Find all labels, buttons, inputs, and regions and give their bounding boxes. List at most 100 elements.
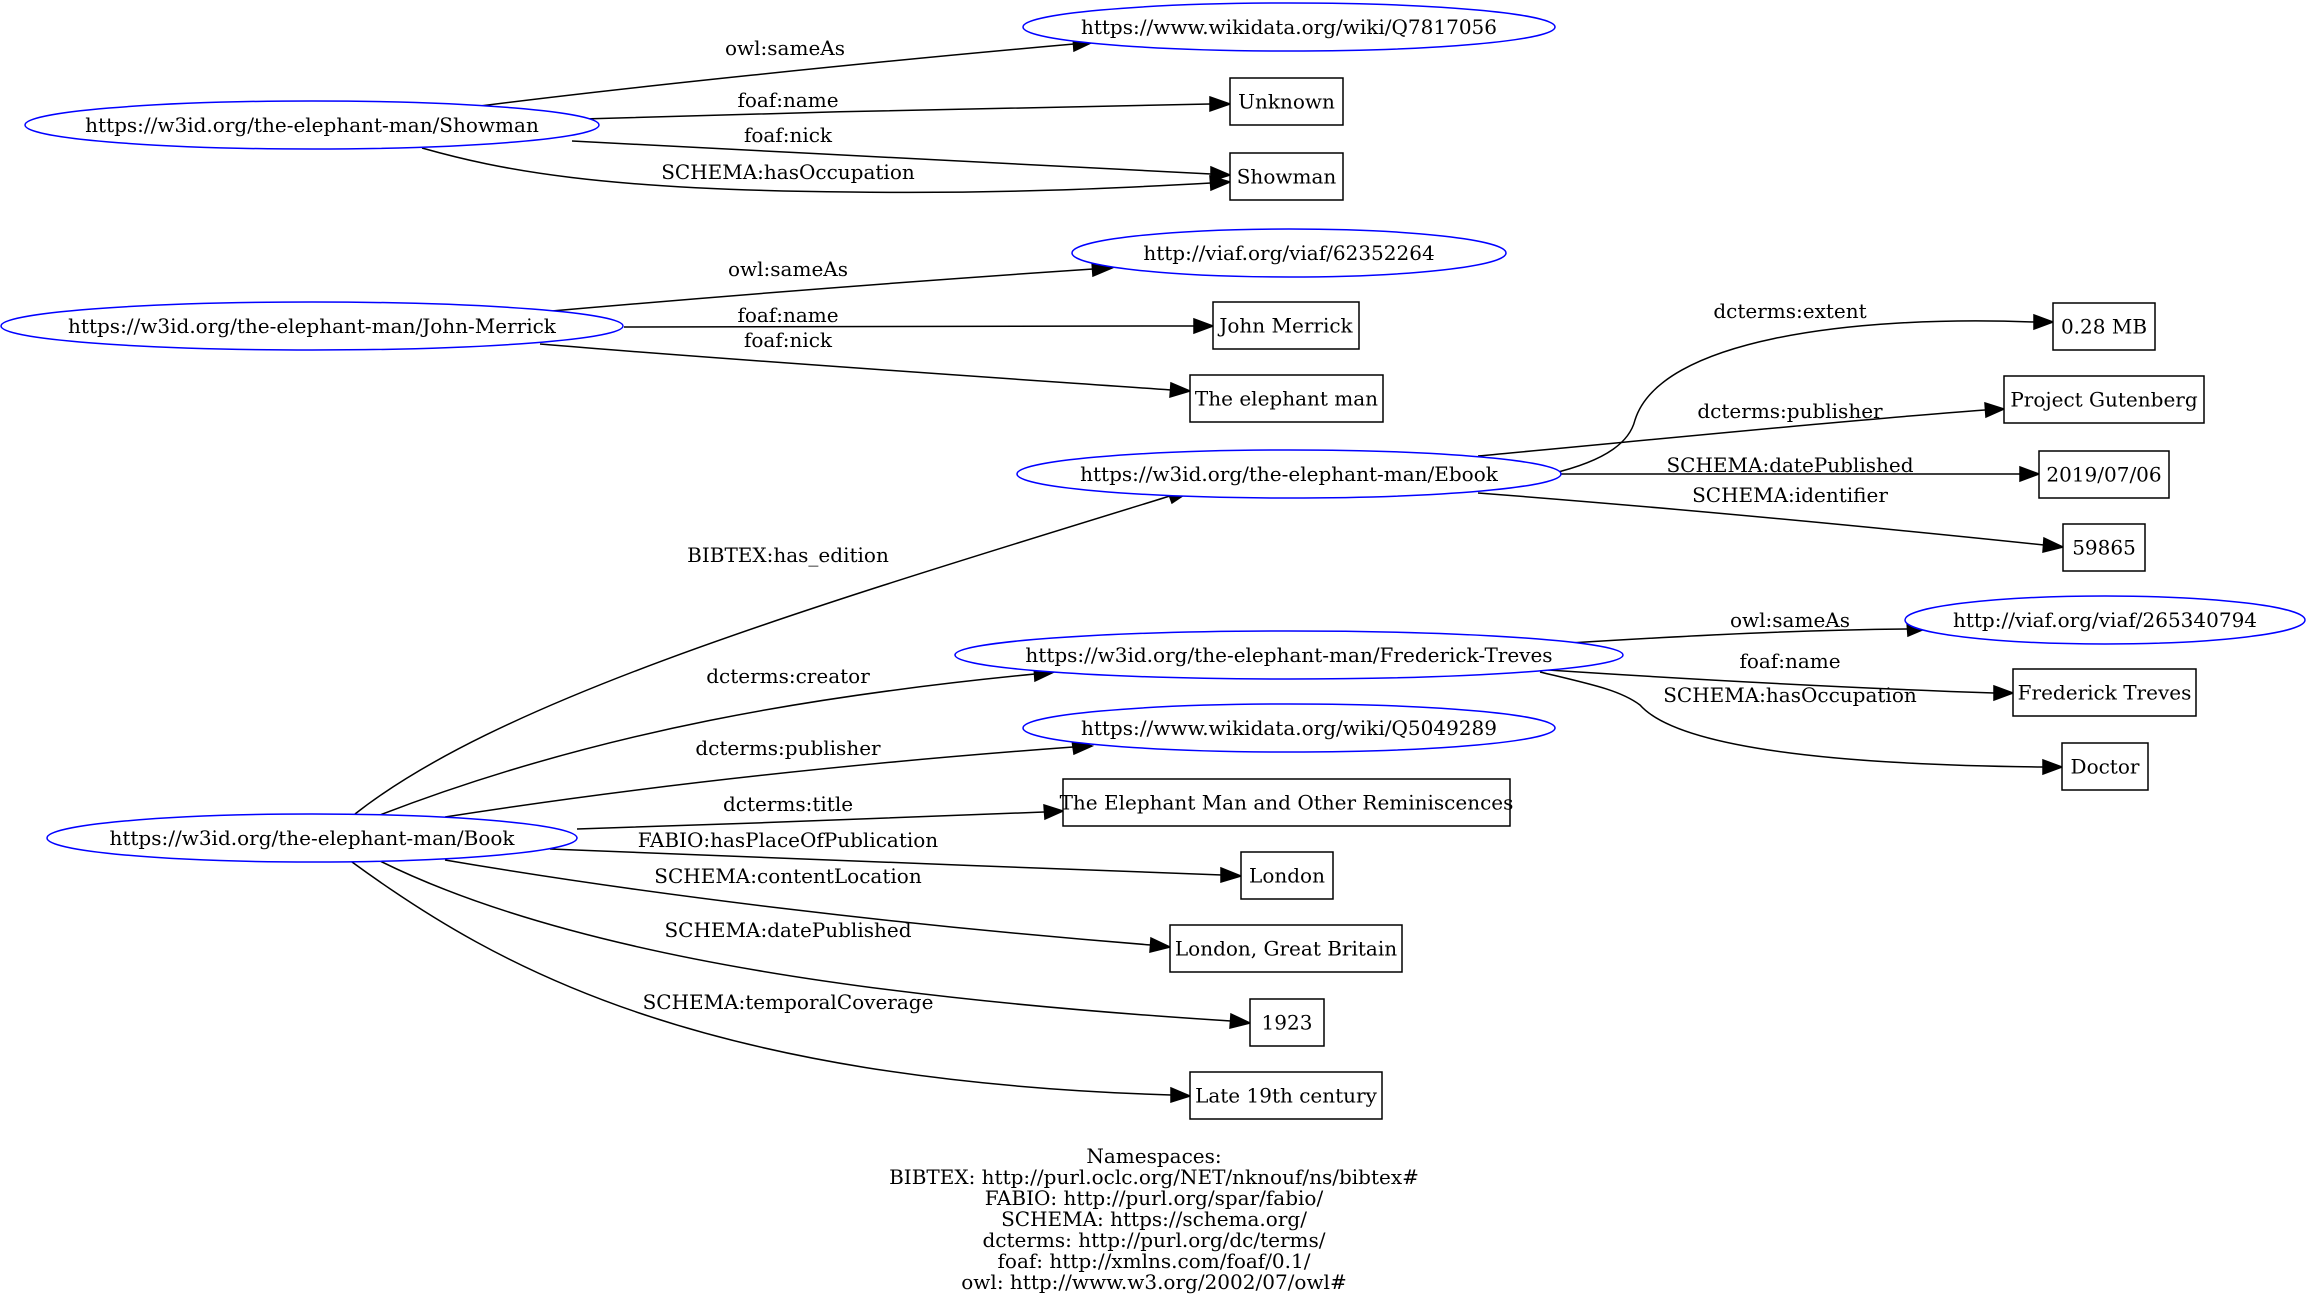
uri-ellipse (1904, 595, 2306, 645)
edge-label: dcterms:publisher (695, 736, 881, 760)
edge-line (1569, 628, 1909, 644)
edge-label: SCHEMA:identifier (1692, 483, 1888, 507)
arrowhead-icon (1209, 95, 1233, 113)
uri-node-viaf265340794[interactable]: http://viaf.org/viaf/265340794 (1904, 595, 2306, 645)
edge-book-to-ebook: BIBTEX:has_edition (354, 488, 1189, 815)
edge-showman-to-unknown: foaf:name (581, 88, 1233, 120)
edge-book-to-wd5049289: dcterms:publisher (444, 736, 1095, 818)
uri-node-label: http://viaf.org/viaf/265340794 (1953, 608, 2257, 632)
arrowhead-icon (2033, 313, 2056, 331)
namespace-foaf: foaf: http://xmlns.com/foaf/0.1/ (998, 1249, 1311, 1273)
literal-box (1229, 77, 1344, 126)
edges-layer: owl:sameAsfoaf:namefoaf:nickSCHEMA:hasOc… (351, 36, 2066, 1104)
edge-label: dcterms:extent (1713, 299, 1866, 323)
uri-node-wd7817056[interactable]: https://www.wikidata.org/wiki/Q7817056 (1022, 2, 1556, 52)
literal-node-label: The elephant man (1195, 387, 1378, 411)
uri-ellipse (46, 813, 578, 863)
literal-node-label: The Elephant Man and Other Reminiscences (1060, 791, 1514, 815)
edge-label: foaf:nick (744, 123, 833, 147)
edge-line (379, 860, 1232, 1022)
edge-label: foaf:name (737, 88, 838, 112)
literal-node-ebook_id: 59865 (2062, 523, 2146, 572)
arrowhead-icon (1209, 174, 1233, 192)
edge-line (571, 140, 1212, 175)
edge-book-to-london_gb: SCHEMA:contentLocation (444, 859, 1173, 953)
edge-label: SCHEMA:hasOccupation (661, 160, 915, 184)
edge-line (539, 268, 1094, 313)
edge-line (539, 343, 1172, 391)
uri-node-label: https://www.wikidata.org/wiki/Q7817056 (1081, 15, 1497, 39)
literal-node-treves_name: Frederick Treves (2012, 668, 2197, 717)
arrowhead-icon (1229, 1012, 1253, 1029)
namespace-owl: owl: http://www.w3.org/2002/07/owl# (961, 1270, 1346, 1294)
namespace-dcterms: dcterms: http://purl.org/dc/terms/ (982, 1228, 1325, 1252)
edge-label: dcterms:publisher (1697, 399, 1883, 423)
edge-book-to-year: SCHEMA:datePublished (379, 860, 1253, 1029)
arrowhead-icon (1984, 401, 2007, 419)
uri-ellipse (1016, 449, 1562, 499)
arrowhead-icon (1169, 381, 1193, 399)
uri-node-treves[interactable]: https://w3id.org/the-elephant-man/Freder… (954, 630, 1624, 680)
edge-merrick-to-elephant_man: foaf:nick (539, 328, 1193, 399)
uri-node-viaf62352264[interactable]: http://viaf.org/viaf/62352264 (1071, 228, 1507, 278)
edge-line (623, 325, 1195, 328)
edge-label: FABIO:hasPlaceOfPublication (638, 828, 939, 852)
literal-node-label: Project Gutenberg (2010, 388, 2198, 412)
edge-book-to-title: dcterms:title (576, 792, 1066, 830)
edge-label: owl:sameAs (728, 257, 848, 281)
edge-line (549, 848, 1223, 876)
edge-treves-to-viaf265340794: owl:sameAs (1569, 608, 1930, 644)
literal-node-size: 0.28 MB (2052, 302, 2156, 351)
edge-label: owl:sameAs (1730, 608, 1850, 632)
edge-ebook-to-ebook_id: SCHEMA:identifier (1477, 483, 2066, 553)
edge-line (1539, 671, 2044, 768)
literal-box (2052, 302, 2156, 351)
uri-node-showman[interactable]: https://w3id.org/the-elephant-man/Showma… (24, 100, 600, 150)
namespace-schema: SCHEMA: https://schema.org/ (1001, 1207, 1307, 1231)
edge-label: foaf:name (1739, 649, 1840, 673)
literal-node-doctor: Doctor (2061, 742, 2149, 791)
edge-label: foaf:name (737, 303, 838, 327)
literal-node-label: 2019/07/06 (2046, 463, 2161, 487)
edge-line (1477, 409, 1986, 457)
literal-node-title: The Elephant Man and Other Reminiscences (1060, 778, 1514, 827)
uri-ellipse (1022, 703, 1556, 753)
uri-ellipse (954, 630, 1624, 680)
uri-node-label: https://w3id.org/the-elephant-man/Showma… (85, 113, 539, 137)
uri-node-merrick[interactable]: https://w3id.org/the-elephant-man/John-M… (0, 301, 624, 351)
edge-merrick-to-john_merrick: foaf:name (623, 303, 1216, 335)
uri-node-label: https://www.wikidata.org/wiki/Q5049289 (1081, 716, 1497, 740)
uri-node-wd5049289[interactable]: https://www.wikidata.org/wiki/Q5049289 (1022, 703, 1556, 753)
arrowhead-icon (1993, 684, 2016, 702)
literal-box (1062, 778, 1511, 827)
edge-label: dcterms:creator (706, 664, 870, 688)
uri-node-book[interactable]: https://w3id.org/the-elephant-man/Book (46, 813, 578, 863)
edge-treves-to-treves_name: foaf:name (1547, 649, 2016, 702)
literal-box (1169, 924, 1403, 973)
literal-box (2038, 450, 2170, 499)
arrowhead-icon (2019, 465, 2042, 483)
uri-node-ebook[interactable]: https://w3id.org/the-elephant-man/Ebook (1016, 449, 1562, 499)
edge-label: dcterms:title (723, 792, 853, 816)
arrowhead-icon (1220, 866, 1244, 884)
edge-label: owl:sameAs (725, 36, 845, 60)
literal-box (1189, 374, 1384, 423)
edge-line (471, 43, 1075, 108)
edge-line (1477, 492, 2045, 546)
literal-node-label: 1923 (1262, 1011, 1313, 1035)
literal-node-label: Late 19th century (1195, 1084, 1378, 1108)
literal-node-label: Showman (1237, 165, 1337, 189)
literal-node-gutenberg: Project Gutenberg (2003, 375, 2205, 424)
edge-label: SCHEMA:datePublished (664, 918, 911, 942)
arrowhead-icon (2042, 758, 2065, 776)
edge-ebook-to-ebook_date: SCHEMA:datePublished (1561, 453, 2042, 483)
uri-node-label: http://viaf.org/viaf/62352264 (1143, 241, 1434, 265)
literal-node-showman_lit: Showman (1229, 152, 1344, 201)
literal-box (2003, 375, 2205, 424)
literal-box (2012, 668, 2197, 717)
uri-node-label: https://w3id.org/the-elephant-man/John-M… (68, 314, 557, 338)
arrowhead-icon (2042, 536, 2066, 553)
literal-node-label: 0.28 MB (2061, 315, 2147, 339)
edge-label: BIBTEX:has_edition (687, 543, 889, 567)
